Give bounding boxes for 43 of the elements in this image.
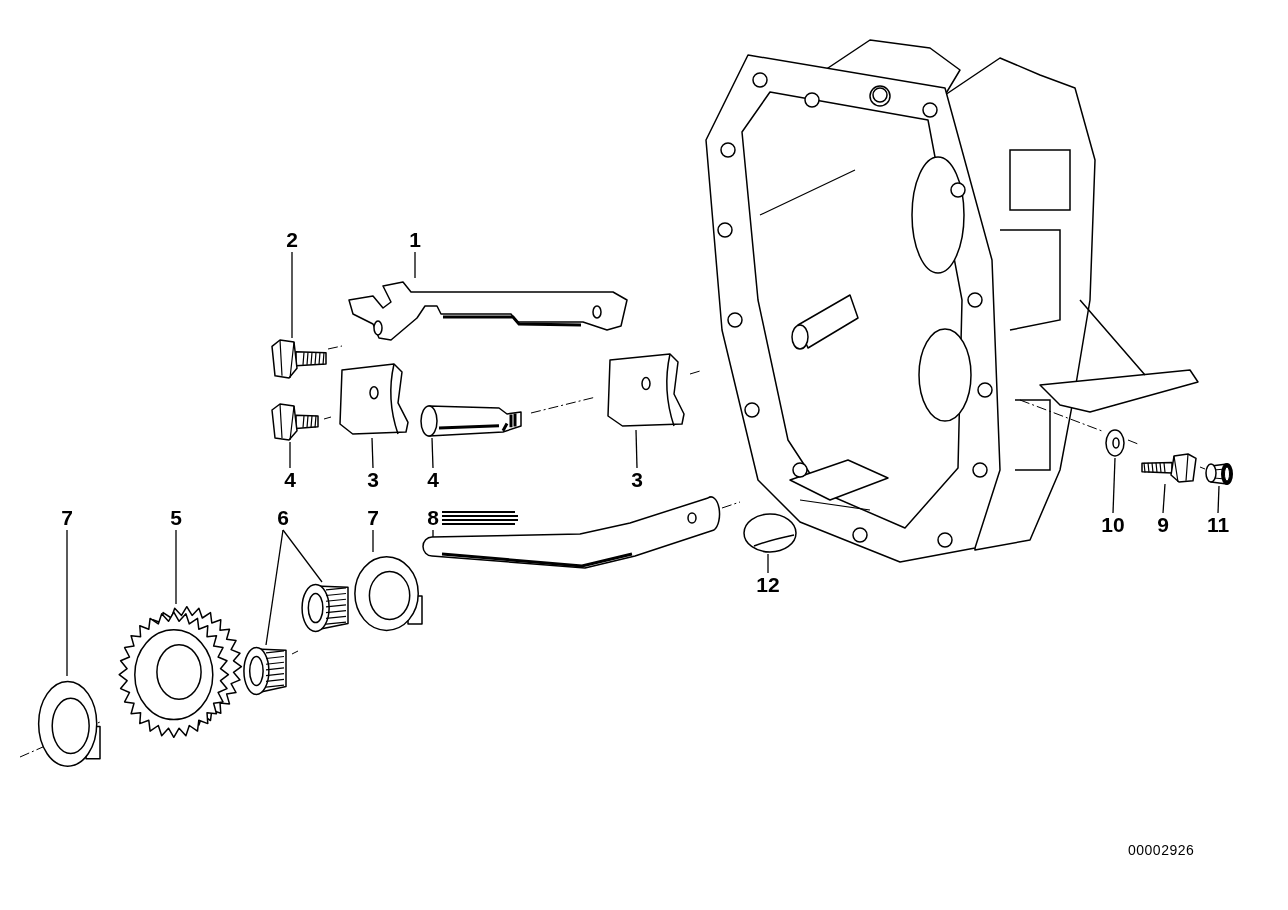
drawing-number: 00002926 [1128, 842, 1195, 858]
leader-line [767, 553, 769, 574]
leader-line [635, 429, 638, 469]
callout-number: 7 [357, 506, 389, 530]
leader-line [282, 529, 323, 583]
callout-number: 3 [621, 468, 653, 492]
callout-number: 11 [1202, 513, 1234, 537]
callout-number: 6 [267, 506, 299, 530]
callout-number: 12 [752, 573, 784, 597]
bearing-drawing [242, 645, 290, 697]
plate-drawing [336, 360, 412, 438]
callout-number: 10 [1097, 513, 1129, 537]
callout-number: 3 [357, 468, 389, 492]
callout-number: 4 [417, 468, 449, 492]
callout-number: 7 [51, 506, 83, 530]
leader-line [1112, 457, 1116, 514]
leader-line [372, 529, 374, 553]
leader-line [371, 437, 374, 469]
bolt-drawing [270, 402, 320, 442]
leader-line [1162, 483, 1166, 514]
bolt-drawing [1140, 452, 1198, 484]
plug-drawing [742, 512, 798, 554]
callout-number: 4 [274, 468, 306, 492]
leader-line [432, 529, 434, 538]
leader-line [289, 441, 291, 469]
bearing-drawing [300, 582, 352, 634]
cap-drawing [1204, 462, 1234, 486]
plate-drawing [604, 350, 688, 430]
callout-number: 2 [276, 228, 308, 252]
callout-number: 5 [160, 506, 192, 530]
callout-number: 9 [1147, 513, 1179, 537]
pin-drawing [417, 402, 523, 438]
leader-line [175, 529, 177, 605]
leader-line [431, 437, 434, 469]
callout-number: 8 [417, 506, 449, 530]
leader-line [1217, 485, 1220, 514]
washer-drawing [1104, 428, 1126, 458]
leader-line [291, 251, 293, 339]
bolt-drawing [270, 338, 328, 380]
callout-number: 1 [399, 228, 431, 252]
leader-line [414, 251, 416, 279]
leader-line [66, 529, 68, 677]
leader-line [265, 529, 284, 646]
